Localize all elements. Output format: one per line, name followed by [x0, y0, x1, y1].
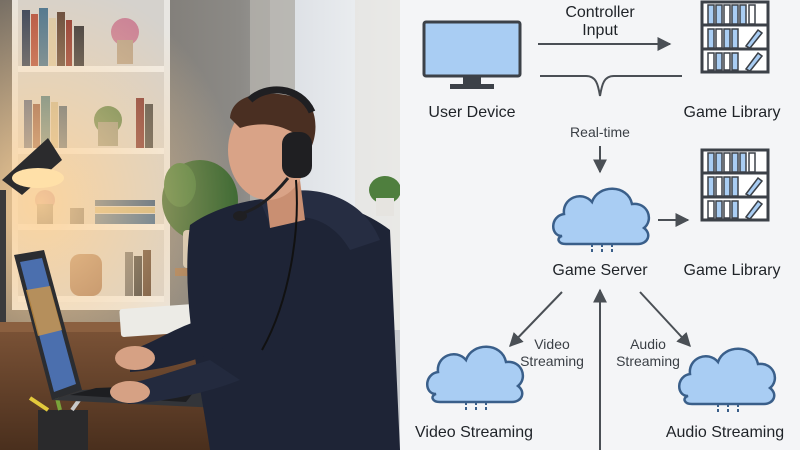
edge-label-input: Input: [582, 22, 618, 39]
bookshelf-icon-mid: [700, 148, 770, 222]
cloud-gaming-diagram: User Device Game Library Game Server Gam…: [400, 0, 800, 450]
gamer-photo: [0, 0, 400, 450]
edge-label-video: Video: [534, 336, 570, 352]
diagram-graphics: [422, 0, 777, 450]
edge-label-video-streaming: Streaming: [520, 353, 584, 369]
node-label-game-library-mid: Game Library: [683, 262, 781, 279]
monitor-icon: [422, 20, 522, 89]
node-label-game-server: Game Server: [552, 262, 648, 279]
arrow-audio-streaming: [639, 291, 691, 348]
game-server-cloud-icon: [551, 187, 651, 254]
gamer-photo-illustration: [0, 0, 400, 450]
edge-label-audio: Audio: [630, 336, 666, 352]
bookshelf-icon-top: [700, 0, 770, 74]
edge-label-controller: Controller: [565, 4, 635, 21]
edge-label-audio-streaming: Streaming: [616, 353, 680, 369]
edge-label-realtime: Real-time: [570, 124, 630, 140]
node-label-video-streaming: Video Streaming: [415, 424, 533, 441]
video-streaming-cloud-icon: [425, 345, 525, 412]
node-label-audio-streaming: Audio Streaming: [665, 424, 785, 441]
arrow-video-streaming: [509, 291, 563, 348]
audio-streaming-cloud-icon: [677, 347, 777, 414]
realtime-brace: [540, 75, 682, 97]
node-label-user-device: User Device: [428, 104, 516, 121]
node-label-game-library-top: Game Library: [683, 104, 781, 121]
